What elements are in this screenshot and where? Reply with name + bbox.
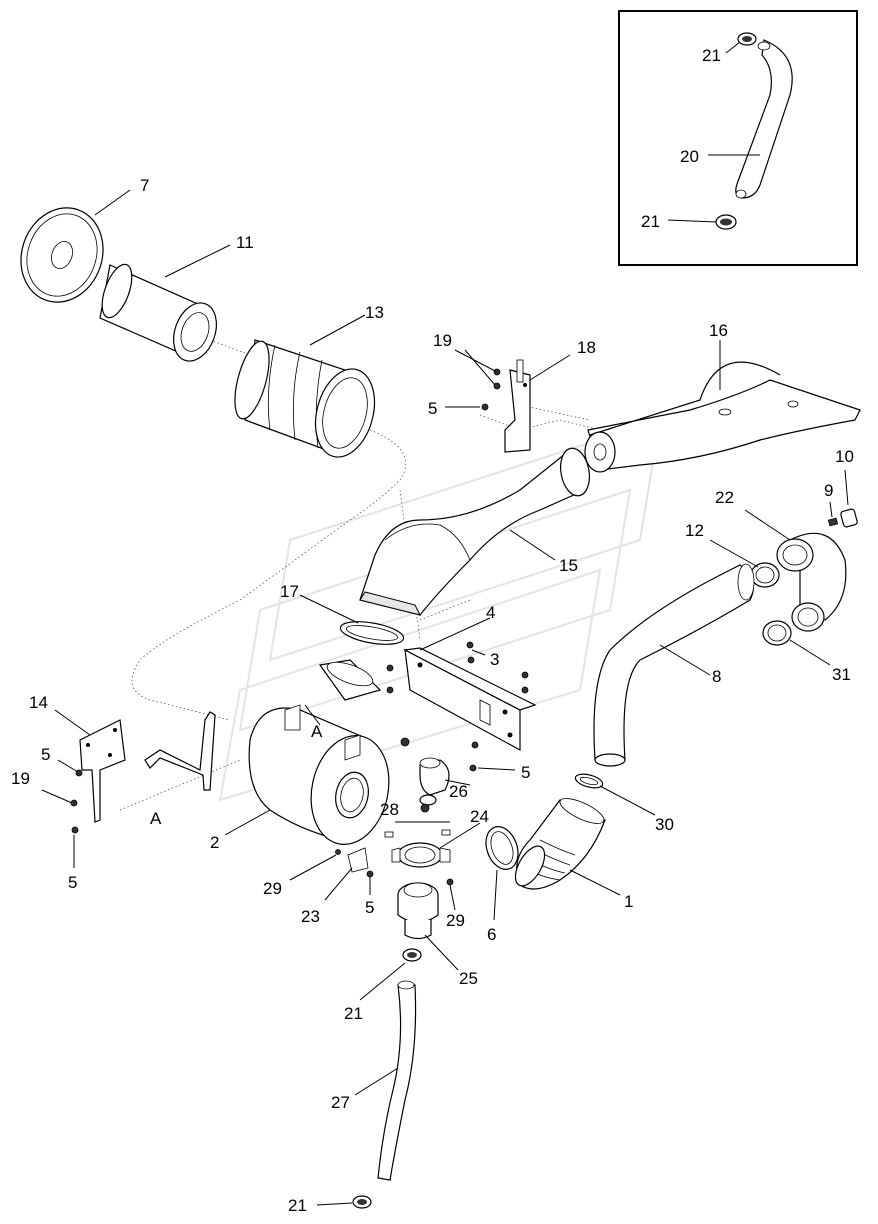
- callout-29-right: 29: [446, 911, 465, 930]
- elbow-clamp-lower: [762, 620, 792, 646]
- upper-intake-duct: [584, 361, 861, 473]
- secondary-filter-element: [234, 339, 376, 458]
- callout-15: 15: [559, 556, 578, 575]
- middle-intake-duct: [359, 447, 591, 616]
- callout-17: 17: [280, 582, 299, 601]
- callout-8: 8: [712, 667, 721, 686]
- callout-1: 1: [624, 892, 633, 911]
- lower-duct-clamp: [574, 773, 604, 789]
- callout-3: 3: [490, 650, 499, 669]
- callout-25: 25: [459, 969, 478, 988]
- callout-29-left: 29: [263, 879, 282, 898]
- callout-21-inset-top: 21: [702, 46, 721, 65]
- corrugated-intake-hose: [514, 798, 606, 890]
- callout-16: 16: [709, 321, 728, 340]
- view-marker-a-lower: A: [150, 809, 162, 828]
- callout-5-bracket: 5: [365, 898, 374, 917]
- callout-9: 9: [824, 481, 833, 500]
- mounting-plate: [403, 647, 537, 752]
- left-mounting-bracket: [79, 719, 126, 823]
- callout-28: 28: [380, 800, 399, 819]
- duct-hose-clamp: [339, 621, 405, 645]
- air-cleaner-housing: [248, 659, 390, 845]
- callout-4: 4: [486, 603, 495, 622]
- temperature-sensor: [827, 508, 858, 528]
- drain-hose-clamp-bottom: [352, 1195, 372, 1209]
- callout-18: 18: [577, 338, 596, 357]
- callout-22: 22: [715, 488, 734, 507]
- view-marker-a-upper: A: [311, 722, 323, 741]
- hose-clamp-large: [485, 826, 519, 870]
- watermark: [218, 418, 662, 802]
- callout-10: 10: [835, 447, 854, 466]
- elbow-clamp-upper: [750, 562, 780, 588]
- callout-6: 6: [487, 925, 496, 944]
- callout-21-hose-top: 21: [344, 1004, 363, 1023]
- drain-hose: [377, 980, 417, 1181]
- hose-clamp-bottom-inset: [715, 214, 737, 230]
- callout-19-duct: 19: [433, 331, 452, 350]
- callout-24: 24: [470, 807, 489, 826]
- air-cleaner-cover: [20, 207, 104, 303]
- callout-5-duct: 5: [428, 399, 437, 418]
- lower-intake-duct: [593, 563, 755, 767]
- callout-19-left: 19: [11, 769, 30, 788]
- callout-5-left-lower: 5: [68, 873, 77, 892]
- drain-elbow: [419, 757, 450, 806]
- intake-elbow: [776, 532, 847, 632]
- assembly-centerlines: [119, 339, 601, 811]
- callout-21-hose-bottom: 21: [288, 1196, 307, 1215]
- valve-mounting-clamp: [391, 842, 451, 868]
- fasteners: [70, 368, 529, 886]
- callout-11: 11: [236, 233, 254, 252]
- callout-14: 14: [29, 693, 48, 712]
- vacuator-valve: [397, 882, 439, 940]
- callout-21-inset-bottom: 21: [641, 212, 660, 231]
- leader-lines: [41, 189, 849, 1206]
- callout-12: 12: [685, 521, 704, 540]
- callout-labels: 1 2 3 4 5 5 5 5 5 6 7 8 9 10 11 12 13 14…: [11, 46, 854, 1215]
- callout-30: 30: [655, 815, 674, 834]
- callout-2: 2: [210, 833, 219, 852]
- callout-31: 31: [832, 665, 851, 684]
- callout-5-plate: 5: [521, 763, 530, 782]
- hose-clamp-top-inset: [737, 32, 757, 46]
- inset-detail-box: [618, 10, 858, 266]
- duct-support-bracket: [504, 359, 531, 453]
- primary-filter-element: [99, 263, 218, 362]
- callout-27: 27: [331, 1093, 350, 1112]
- callout-5-left: 5: [41, 745, 50, 764]
- drain-hose-clamp-top: [402, 948, 422, 962]
- callout-26: 26: [449, 782, 468, 801]
- callout-23: 23: [301, 907, 320, 926]
- callout-7: 7: [140, 176, 149, 195]
- callout-13: 13: [365, 303, 384, 322]
- support-rod-bracket: [144, 711, 216, 791]
- callout-20: 20: [680, 147, 699, 166]
